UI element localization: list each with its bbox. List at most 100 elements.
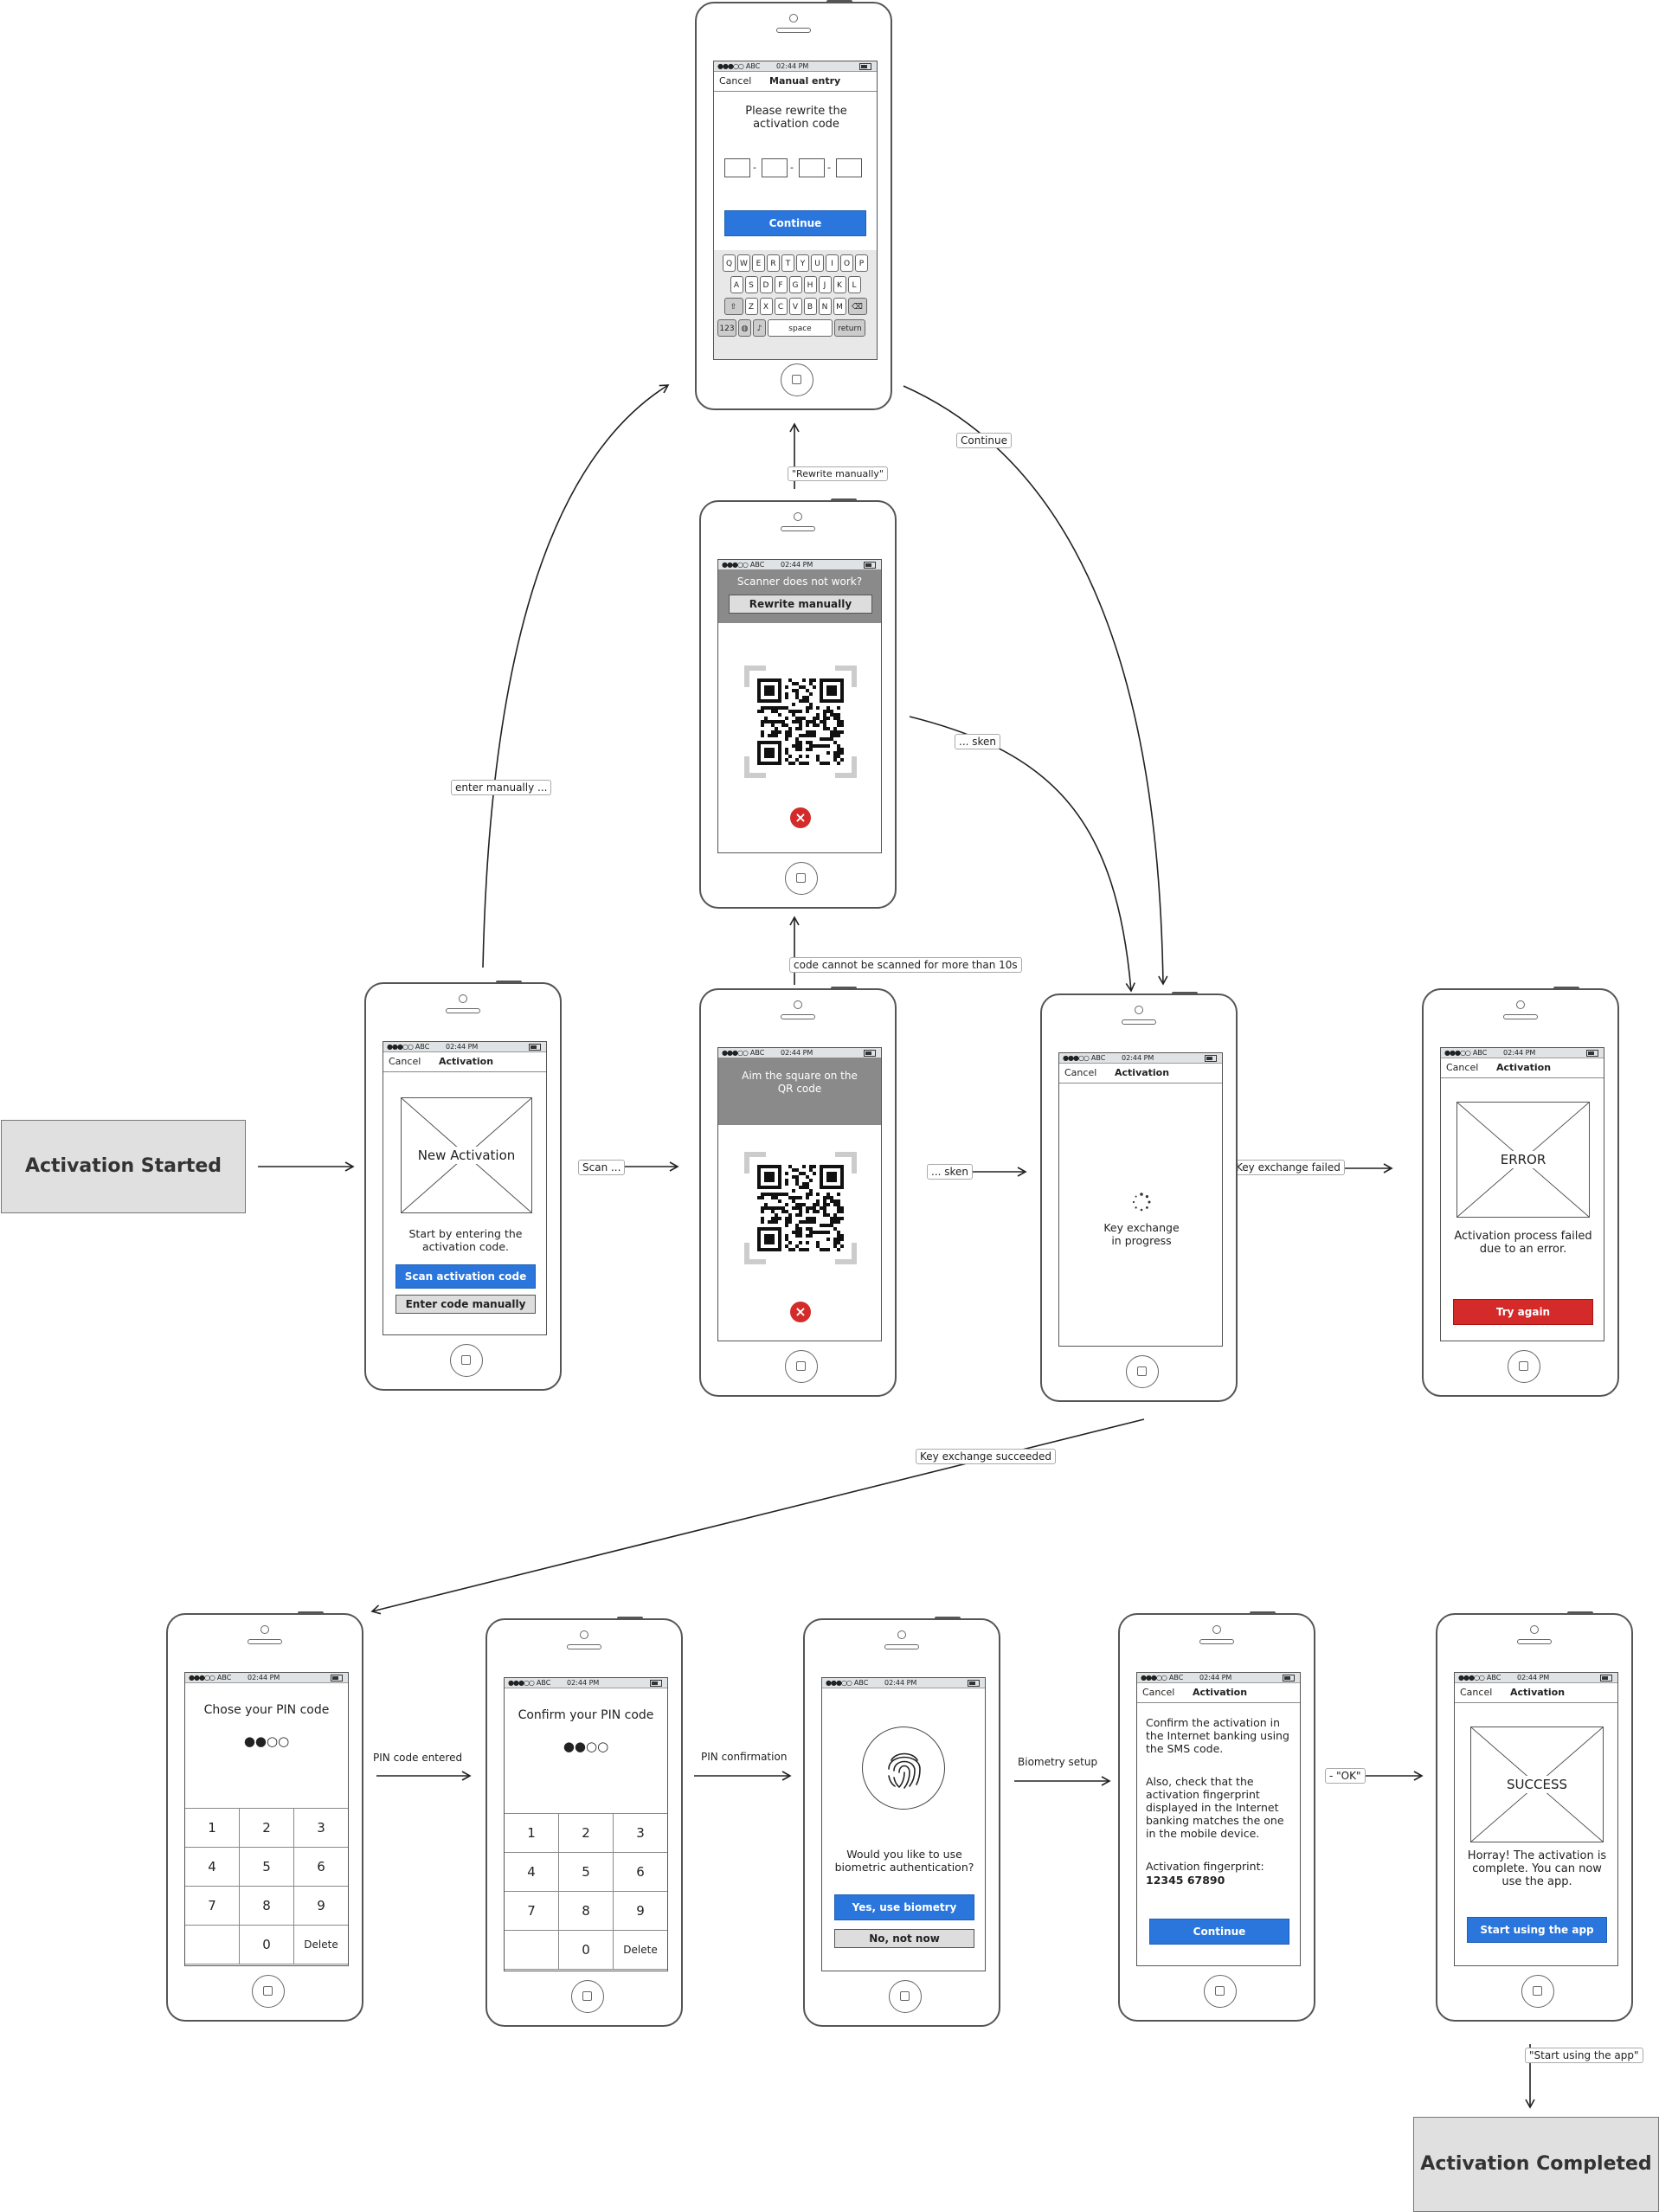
globe-icon[interactable]: ◍ [738,319,751,337]
home-button[interactable] [1508,1350,1540,1383]
scan-activation-code-button[interactable]: Scan activation code [395,1264,536,1289]
pin-key-9[interactable]: 9 [294,1887,348,1926]
pin-key-6[interactable]: 6 [614,1853,667,1892]
key-n[interactable]: N [818,298,832,315]
key-v[interactable]: V [788,298,802,315]
pin-key-5[interactable]: 5 [559,1853,614,1892]
key-o[interactable]: O [840,254,853,272]
key-p[interactable]: P [855,254,868,272]
pin-key-delete[interactable]: Delete [614,1931,667,1970]
cancel-button[interactable]: Cancel [1064,1067,1097,1078]
edge-label-enter-manually: enter manually ... [451,780,552,795]
cancel-button[interactable]: Cancel [1446,1062,1479,1073]
pin-key-0[interactable]: 0 [559,1931,614,1970]
pin-key-8[interactable]: 8 [559,1892,614,1931]
pin-key-7[interactable]: 7 [185,1887,240,1926]
key-i[interactable]: I [826,254,839,272]
key-k[interactable]: K [833,276,846,293]
home-button[interactable] [785,1350,818,1383]
home-button[interactable] [785,862,818,895]
key-r[interactable]: R [767,254,780,272]
home-button[interactable] [1521,1975,1554,2008]
close-scanner-icon[interactable]: × [790,807,811,828]
microphone-icon[interactable]: ♪ [753,319,766,337]
space-key[interactable]: space [768,319,833,337]
key-z[interactable]: Z [744,298,758,315]
key-y[interactable]: Y [796,254,809,272]
pin-key-0[interactable]: 0 [240,1926,294,1964]
key-c[interactable]: C [774,298,788,315]
nav-bar: Cancel Activation [1137,1683,1300,1703]
use-biometry-button[interactable]: Yes, use biometry [834,1894,974,1920]
pin-key-4[interactable]: 4 [185,1848,240,1887]
key-w[interactable]: W [737,254,750,272]
pin-key-1[interactable]: 1 [185,1809,240,1848]
pin-key-2[interactable]: 2 [559,1814,614,1853]
key-b[interactable]: B [803,298,817,315]
key-l[interactable]: L [847,276,861,293]
continue-button[interactable]: Continue [724,210,866,236]
cancel-button[interactable]: Cancel [1460,1687,1493,1698]
continue-button[interactable]: Continue [1149,1919,1289,1945]
key-j[interactable]: J [818,276,832,293]
code-field-3[interactable] [799,158,825,177]
home-button[interactable] [252,1975,285,2008]
return-key[interactable]: return [834,319,865,337]
edge-label-cannot-scan: code cannot be scanned for more than 10s [789,957,1022,973]
home-button[interactable] [450,1344,483,1377]
key-g[interactable]: G [788,276,802,293]
pin-key-empty [185,1926,240,1964]
pin-key-6[interactable]: 6 [294,1848,348,1887]
pin-key-empty [505,1931,559,1970]
pin-key-3[interactable]: 3 [294,1809,348,1848]
code-field-2[interactable] [762,158,788,177]
shift-key[interactable]: ⇧ [723,298,743,315]
pin-key-8[interactable]: 8 [240,1887,294,1926]
cancel-button[interactable]: Cancel [719,75,752,87]
battery-icon [529,1044,541,1051]
key-q[interactable]: Q [723,254,736,272]
battery-icon [331,1675,343,1682]
cancel-button[interactable]: Cancel [1142,1687,1175,1698]
pin-key-9[interactable]: 9 [614,1892,667,1931]
key-e[interactable]: E [752,254,765,272]
home-button[interactable] [571,1980,604,2013]
pin-key-delete[interactable]: Delete [294,1926,348,1964]
pin-key-2[interactable]: 2 [240,1809,294,1848]
code-field-1[interactable] [724,158,750,177]
key-f[interactable]: F [774,276,788,293]
key-t[interactable]: T [781,254,794,272]
try-again-button[interactable]: Try again [1453,1299,1593,1325]
activation-instruction: Start by entering the activation code. [408,1227,523,1253]
pin-key-7[interactable]: 7 [505,1892,559,1931]
backspace-key[interactable]: ⌫ [847,298,867,315]
pin-key-3[interactable]: 3 [614,1814,667,1853]
battery-icon [864,562,876,569]
key-x[interactable]: X [759,298,773,315]
key-u[interactable]: U [811,254,824,272]
rewrite-manually-button[interactable]: Rewrite manually [729,595,872,614]
key-h[interactable]: H [803,276,817,293]
home-button[interactable] [889,1980,922,2013]
key-a[interactable]: A [730,276,743,293]
cancel-button[interactable]: Cancel [389,1056,421,1067]
key-s[interactable]: S [744,276,758,293]
home-button[interactable] [781,363,813,396]
not-now-button[interactable]: No, not now [834,1929,974,1948]
close-scanner-icon[interactable]: × [790,1302,811,1322]
key-m[interactable]: M [833,298,846,315]
home-button[interactable] [1126,1355,1159,1388]
pin-key-1[interactable]: 1 [505,1814,559,1853]
enter-code-manually-button[interactable]: Enter code manually [395,1295,536,1314]
home-button[interactable] [1204,1975,1237,2008]
pin-key-4[interactable]: 4 [505,1853,559,1892]
numbers-key[interactable]: 123 [717,319,736,337]
nav-bar: Cancel Activation [1059,1064,1222,1083]
pin-key-5[interactable]: 5 [240,1848,294,1887]
key-d[interactable]: D [759,276,773,293]
start-using-app-button[interactable]: Start using the app [1467,1917,1607,1943]
code-field-4[interactable] [836,158,862,177]
